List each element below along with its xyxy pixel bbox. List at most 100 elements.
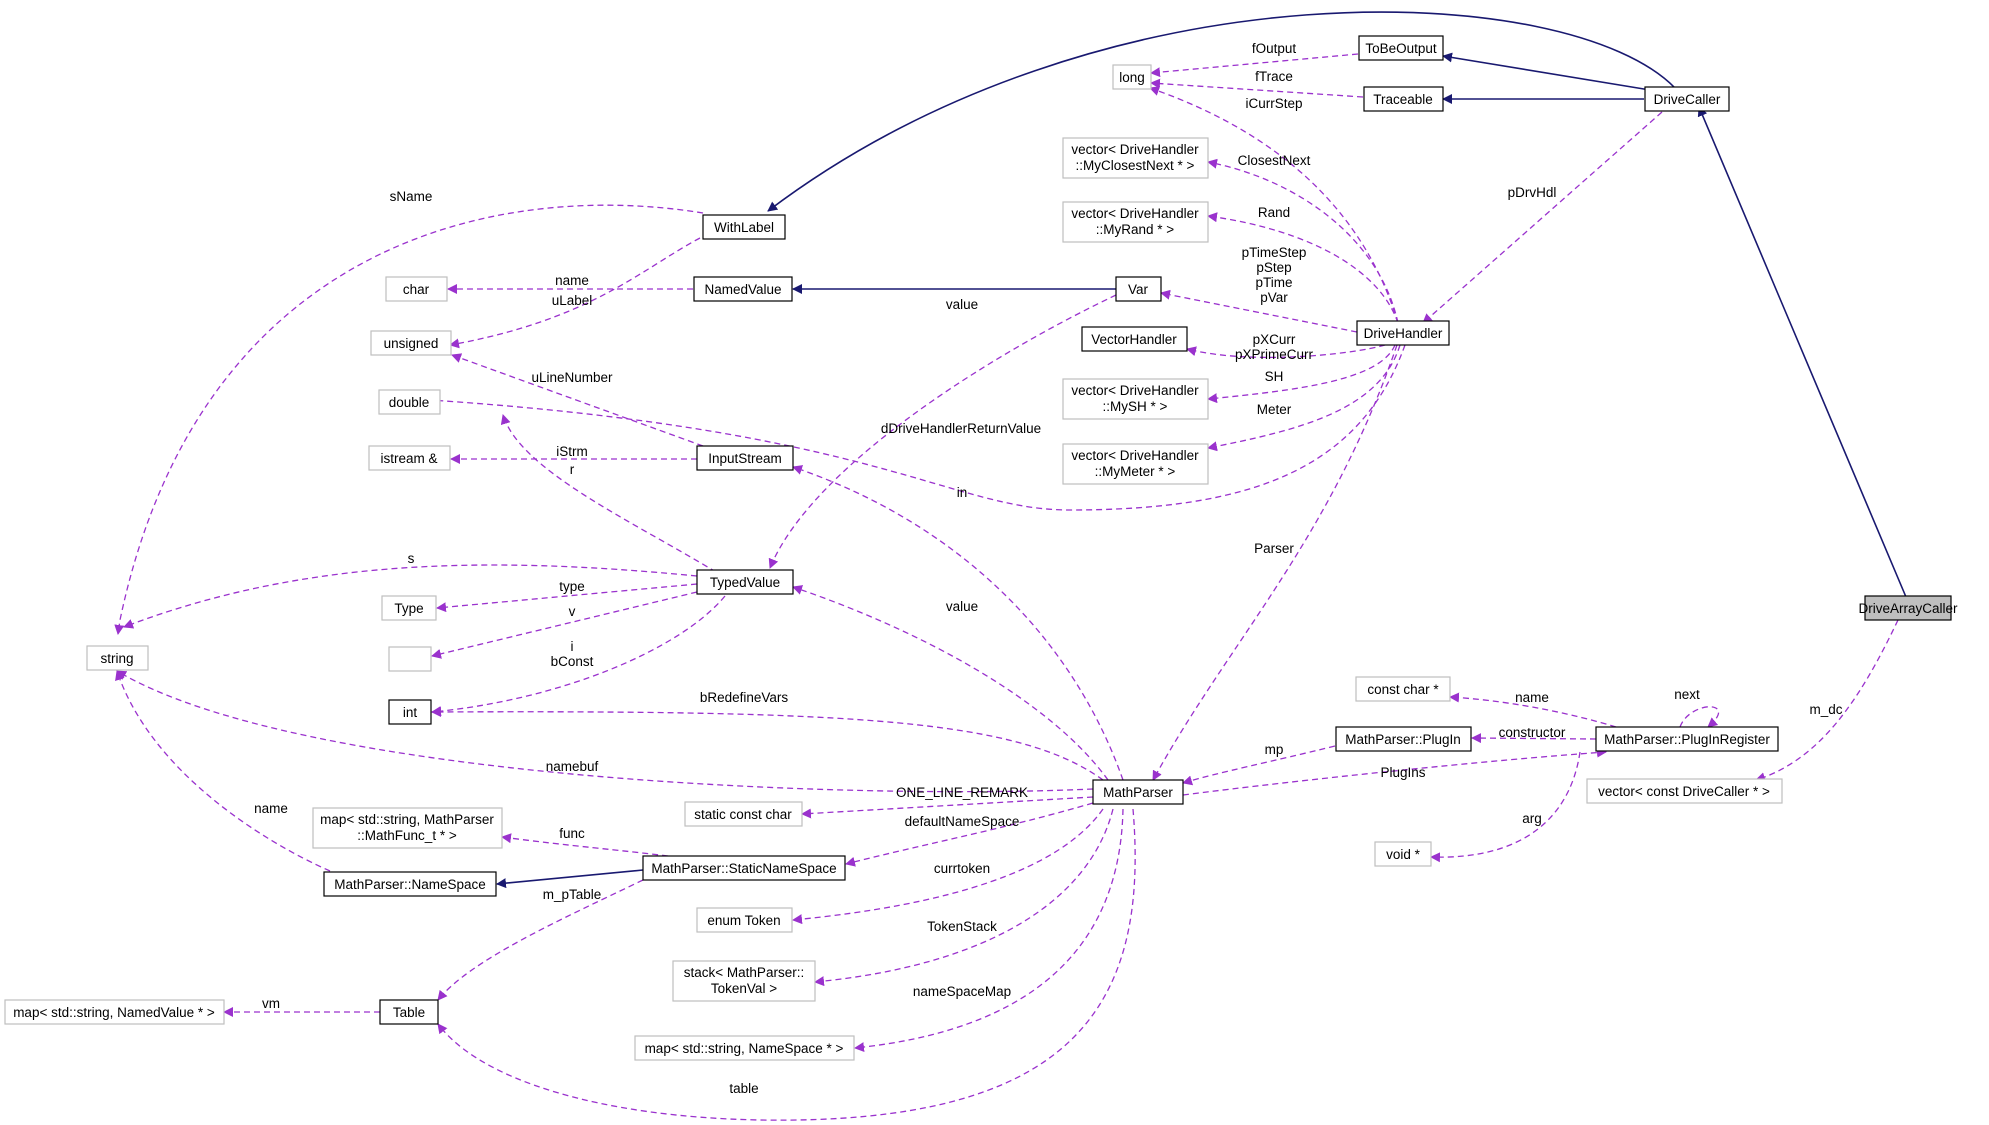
node-label: map< std::string, MathParser bbox=[320, 812, 494, 827]
node-label: enum Token bbox=[707, 913, 780, 928]
edge-label: value bbox=[946, 599, 978, 614]
edge-mathparser-int bbox=[431, 706, 1104, 781]
edge-pluginregister-next bbox=[1679, 706, 1720, 728]
node-vec-closest-next[interactable]: vector< DriveHandler ::MyClosestNext * > bbox=[1062, 137, 1209, 179]
node-named-value[interactable]: NamedValue bbox=[693, 276, 793, 302]
node-type[interactable]: Type bbox=[381, 595, 437, 621]
node-label: Traceable bbox=[1373, 92, 1433, 107]
node-drive-handler[interactable]: DriveHandler bbox=[1356, 320, 1450, 346]
node-map-mathfunc[interactable]: map< std::string, MathParser ::MathFunc_… bbox=[312, 807, 503, 849]
node-label: Table bbox=[393, 1005, 425, 1020]
node-label: string bbox=[100, 651, 133, 666]
node-drive-caller[interactable]: DriveCaller bbox=[1644, 86, 1730, 112]
node-label: istream & bbox=[380, 451, 437, 466]
node-table[interactable]: Table bbox=[379, 999, 439, 1025]
edge-typedvalue-type bbox=[436, 583, 698, 613]
node-static-namespace[interactable]: MathParser::StaticNameSpace bbox=[642, 855, 846, 881]
edge-mathparser-staticnamespace bbox=[845, 802, 1094, 867]
node-label: MathParser bbox=[1103, 785, 1173, 800]
node-vec-sh[interactable]: vector< DriveHandler ::MySH * > bbox=[1062, 378, 1209, 420]
node-vector-handler[interactable]: VectorHandler bbox=[1081, 326, 1188, 352]
node-vec-drive-caller[interactable]: vector< const DriveCaller * > bbox=[1586, 778, 1783, 804]
node-label: MathParser::PlugIn bbox=[1345, 732, 1461, 747]
node-int[interactable]: int bbox=[388, 699, 432, 725]
edge-label: iCurrStep bbox=[1245, 96, 1302, 111]
node-label: ::MySH * > bbox=[1103, 399, 1168, 414]
edge-label: iStrm bbox=[556, 444, 588, 459]
node-var[interactable]: Var bbox=[1115, 276, 1162, 302]
node-label: VectorHandler bbox=[1091, 332, 1177, 347]
edge-label: ONE_LINE_REMARK bbox=[896, 785, 1028, 800]
edge-label: TokenStack bbox=[927, 919, 997, 934]
node-long[interactable]: long bbox=[1112, 64, 1152, 90]
edge-drivehandler-rand bbox=[1207, 212, 1399, 324]
node-char[interactable]: char bbox=[385, 276, 448, 302]
node-const-char-ptr[interactable]: const char * bbox=[1355, 676, 1451, 702]
edge-drivehandler-closestnext bbox=[1207, 158, 1399, 324]
node-map-namespace[interactable]: map< std::string, NameSpace * > bbox=[634, 1035, 855, 1061]
edge-drivecaller-to-withlabel bbox=[767, 11, 1676, 212]
edge-pluginregister-plugin bbox=[1471, 733, 1597, 744]
node-label: InputStream bbox=[708, 451, 782, 466]
node-label: static const char bbox=[694, 807, 792, 822]
edge-label: uLabel bbox=[552, 293, 593, 308]
node-anonymous[interactable] bbox=[388, 646, 432, 672]
node-double[interactable]: double bbox=[378, 389, 441, 415]
edge-typedvalue-anon bbox=[431, 591, 698, 659]
node-vec-rand[interactable]: vector< DriveHandler ::MyRand * > bbox=[1062, 201, 1209, 243]
edge-label: name bbox=[555, 273, 589, 288]
node-label: double bbox=[389, 395, 430, 410]
node-label: unsigned bbox=[384, 336, 439, 351]
edge-label: m_pTable bbox=[543, 887, 602, 902]
node-label: MathParser::NameSpace bbox=[334, 877, 486, 892]
edge-mathparser-staticconstchar bbox=[801, 796, 1094, 819]
node-label: map< std::string, NamedValue * > bbox=[13, 1005, 215, 1020]
edge-typedvalue-int bbox=[431, 595, 726, 717]
node-istream[interactable]: istream & bbox=[368, 445, 451, 471]
node-label: int bbox=[403, 705, 418, 720]
edge-label: type bbox=[559, 579, 585, 594]
edge-label: Meter bbox=[1257, 402, 1292, 417]
edge-label: bConst bbox=[551, 654, 594, 669]
edge-label: in bbox=[957, 485, 968, 500]
edge-drivehandler-double bbox=[429, 344, 1406, 511]
edge-label: nameSpaceMap bbox=[913, 984, 1011, 999]
node-vec-meter[interactable]: vector< DriveHandler ::MyMeter * > bbox=[1062, 443, 1209, 485]
node-plugin[interactable]: MathParser::PlugIn bbox=[1335, 726, 1472, 752]
node-stack-tokenval[interactable]: stack< MathParser:: TokenVal > bbox=[672, 960, 816, 1002]
node-unsigned[interactable]: unsigned bbox=[370, 330, 452, 356]
node-namespace[interactable]: MathParser::NameSpace bbox=[323, 871, 497, 897]
node-enum-token[interactable]: enum Token bbox=[696, 907, 793, 933]
node-traceable[interactable]: Traceable bbox=[1363, 86, 1444, 112]
edge-label: name bbox=[1515, 690, 1549, 705]
inheritance-edges bbox=[496, 11, 1907, 889]
node-label: vector< DriveHandler bbox=[1071, 448, 1199, 463]
node-label: ::MathFunc_t * > bbox=[357, 828, 457, 843]
node-plugin-register[interactable]: MathParser::PlugInRegister bbox=[1595, 726, 1779, 752]
node-map-namedvalue[interactable]: map< std::string, NamedValue * > bbox=[4, 999, 225, 1025]
edge-label: currtoken bbox=[934, 861, 990, 876]
edge-tobeoutput-long bbox=[1150, 53, 1359, 78]
edge-label: ClosestNext bbox=[1238, 153, 1311, 168]
node-void-ptr[interactable]: void * bbox=[1374, 841, 1432, 867]
edge-label: defaultNameSpace bbox=[905, 814, 1020, 829]
node-math-parser[interactable]: MathParser bbox=[1092, 779, 1184, 805]
edge-pluginregister-constchar bbox=[1449, 692, 1617, 728]
node-to-be-output[interactable]: ToBeOutput bbox=[1358, 35, 1444, 61]
edge-inputstream-unsigned bbox=[451, 353, 704, 447]
edge-label: r bbox=[570, 462, 575, 477]
edge-label: table bbox=[729, 1081, 758, 1096]
node-label: ::MyMeter * > bbox=[1095, 464, 1176, 479]
node-string[interactable]: string bbox=[86, 645, 149, 671]
node-with-label[interactable]: WithLabel bbox=[702, 214, 786, 240]
edge-label: constructor bbox=[1499, 725, 1566, 740]
node-label: char bbox=[403, 282, 430, 297]
edge-label: Parser bbox=[1254, 541, 1294, 556]
node-input-stream[interactable]: InputStream bbox=[696, 445, 794, 471]
node-drive-array-caller[interactable]: DriveArrayCaller bbox=[1858, 595, 1958, 621]
node-static-const-char[interactable]: static const char bbox=[684, 801, 803, 827]
node-typed-value[interactable]: TypedValue bbox=[696, 569, 794, 595]
edge-drivehandler-long bbox=[1149, 86, 1399, 324]
edge-label: SH bbox=[1265, 369, 1284, 384]
